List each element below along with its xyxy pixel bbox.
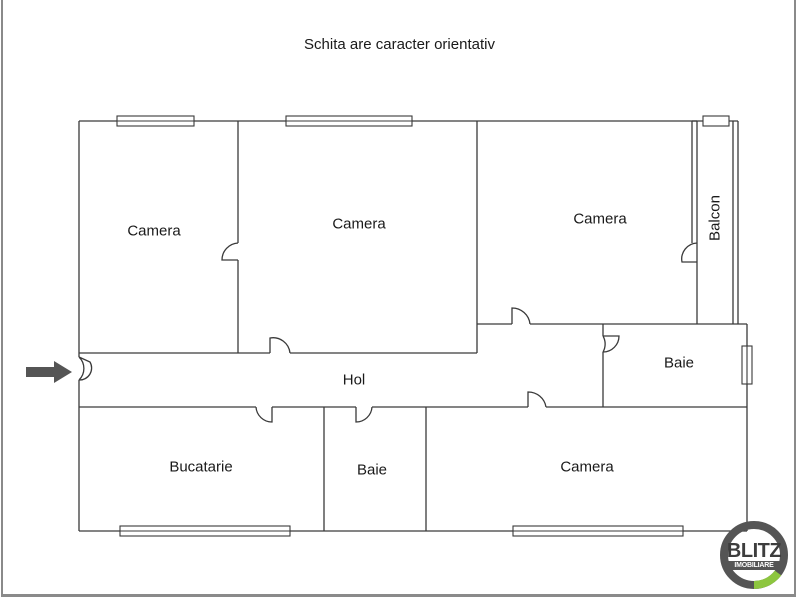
logo-ring-icon bbox=[720, 521, 788, 589]
brand-logo: BLITZ IMOBILIARE bbox=[718, 519, 790, 591]
room-label-camera-1: Camera bbox=[127, 222, 181, 240]
room-label-baie-2: Baie bbox=[356, 461, 388, 479]
window-balcon bbox=[702, 115, 730, 127]
room-label-bucatarie: Bucatarie bbox=[169, 458, 233, 476]
room-label-hol: Hol bbox=[342, 371, 366, 389]
room-label-baie-1: Baie bbox=[663, 354, 695, 372]
room-label-balcon: Balcon bbox=[706, 195, 724, 241]
room-label-camera-3: Camera bbox=[573, 210, 627, 228]
logo-brand: BLITZ bbox=[726, 540, 782, 562]
page-title: Schita are caracter orientativ bbox=[304, 36, 495, 53]
room-label-camera-4: Camera bbox=[560, 458, 614, 476]
logo-subtitle: IMOBILIARE bbox=[724, 561, 784, 570]
room-label-camera-2: Camera bbox=[332, 215, 386, 233]
arrow-right-icon bbox=[26, 361, 72, 383]
